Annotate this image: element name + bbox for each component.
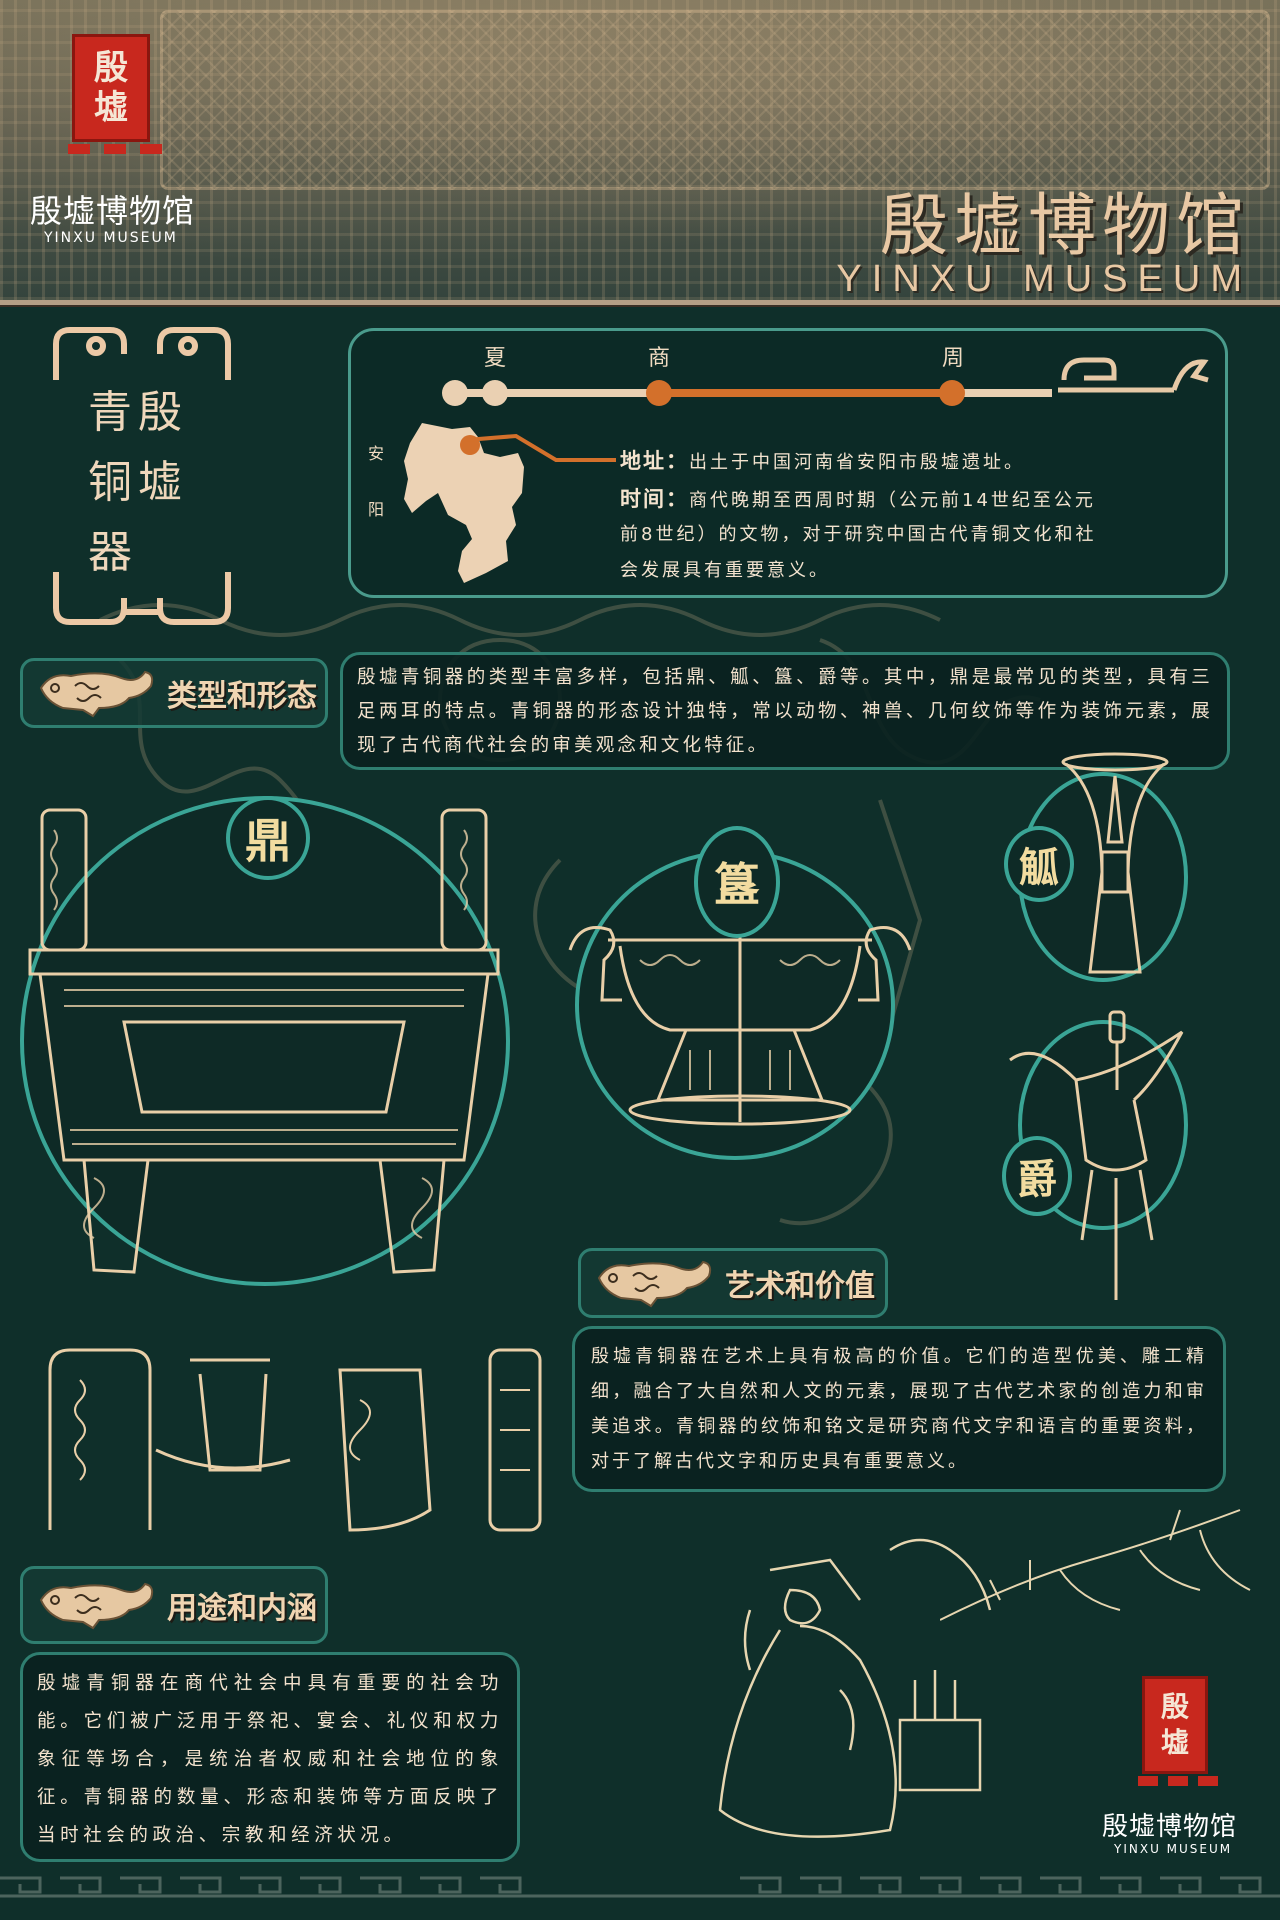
vessel-label-jue: 爵 [1002,1136,1072,1216]
logo-name-en: YINXU MUSEUM [44,230,178,246]
dragon-timeline-end-icon [1058,357,1209,393]
timeline-dot [442,380,468,406]
header-divider [0,300,1280,307]
bronze-beast-icon [597,1260,712,1308]
time-text-line-2: 前8世纪）的文物，对于研究中国古代青铜文化和社 [620,524,1097,545]
timeline-dot-xia [482,380,508,406]
map-label: 安 阳 [368,444,385,519]
vessel-label-gui: 簋 [694,826,780,938]
ding-vessel-illustration [28,808,500,1274]
section-title-art: 艺术和价值 [725,1269,875,1304]
section-heading-usage: 用途和内涵 [20,1566,328,1644]
timeline-dot-zhou [939,380,965,406]
bronze-pattern-decoration [160,10,1270,190]
usage-description: 殷墟青铜器在商代社会中具有重要的社会功能。它们被广泛用于祭祀、宴会、礼仪和权力象… [20,1652,520,1862]
gu-vessel-illustration [1061,752,1169,974]
vessel-label-gu: 觚 [1004,826,1074,902]
time-row: 时间：商代晚期至西周时期（公元前14世纪至公元 [620,484,1096,516]
footer-seal-logo: 殷 墟 [1142,1676,1208,1774]
page-subtitle: YINXU MUSEUM [836,258,1252,300]
section-heading-types: 类型和形态 [20,658,328,728]
dynasty-zhou: 周 [942,346,965,371]
types-description: 殷墟青铜器的类型丰富多样，包括鼎、觚、簋、爵等。其中，鼎是最常见的类型，具有三足… [340,652,1230,770]
bottom-ornament [52,568,232,632]
footer-logo-name-en: YINXU MUSEUM [1114,1842,1233,1856]
shang-king-illustration [718,1538,992,1838]
bronze-beast-icon [39,1582,154,1630]
section-title-usage: 用途和内涵 [167,1591,317,1626]
footer-logo: 殷 墟 [1138,1676,1218,1786]
gui-vessel-illustration [568,926,912,1126]
header-logo: 殷 墟 [68,34,162,154]
footer-logo-name-cn: 殷墟博物馆 [1102,1812,1238,1842]
bronze-beast-icon [39,670,154,718]
bronze-detail-fragments [48,1348,542,1532]
header-banner [0,0,1280,300]
dragon-ornament-icon [53,572,231,625]
top-ornament [52,324,232,392]
seal-logo: 殷 墟 [72,34,150,142]
time-label: 时间： [620,487,689,511]
address-label: 地址： [620,449,689,473]
footer-meander-border [0,1876,1280,1898]
tree-branch-illustration [940,1509,1251,1621]
map-connector-line [466,433,616,462]
jue-vessel-illustration [1009,1010,1184,1300]
page-title: 殷墟博物馆 [879,187,1250,266]
logo-name-cn: 殷墟博物馆 [30,192,196,230]
time-text-line-1: 商代晚期至西周时期（公元前14世纪至公元 [689,490,1096,511]
section-heading-art: 艺术和价值 [578,1248,888,1318]
vessel-label-ding: 鼎 [226,796,310,880]
address-row: 地址：出土于中国河南省安阳市殷墟遗址。 [620,446,1025,478]
dynasty-xia: 夏 [484,346,507,371]
address-text: 出土于中国河南省安阳市殷墟遗址。 [689,452,1025,473]
art-description: 殷墟青铜器在艺术上具有极高的价值。它们的造型优美、雕工精细，融合了大自然和人文的… [572,1326,1226,1492]
vertical-title: 殷 墟 青 铜 器 [88,387,182,578]
dragon-ornament-icon [53,327,231,380]
dynasty-shang: 商 [648,346,671,371]
section-title-types: 类型和形态 [167,679,317,714]
time-text-line-3: 会发展具有重要意义。 [620,560,830,581]
timeline-shang-period [660,389,952,397]
timeline-dot-shang [646,380,672,406]
